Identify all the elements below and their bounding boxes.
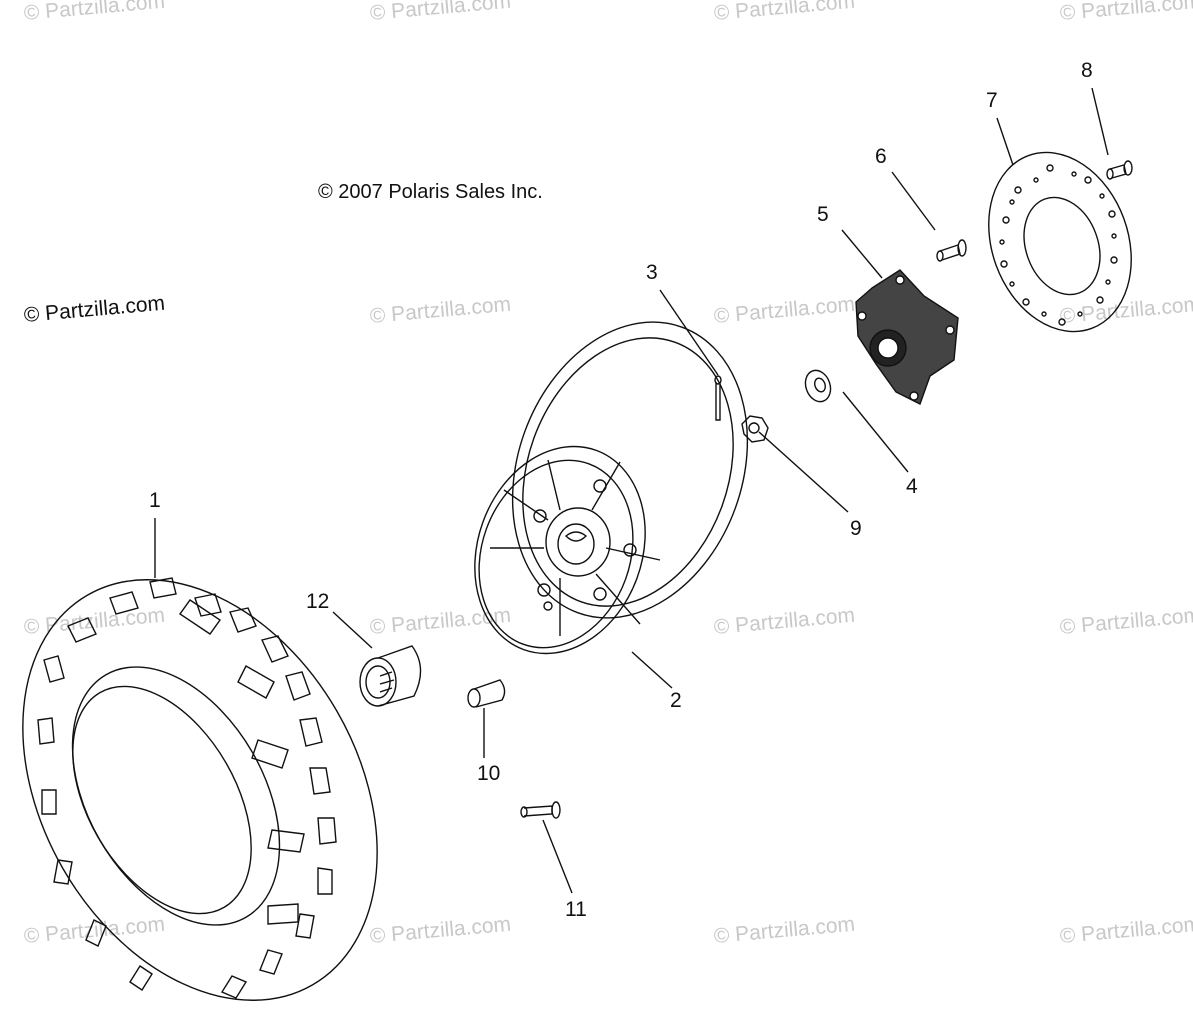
copyright-notice: © 2007 Polaris Sales Inc. bbox=[318, 181, 543, 203]
wheel-rim bbox=[474, 321, 749, 655]
callout-12: 12 bbox=[306, 590, 330, 613]
callout-7: 7 bbox=[986, 89, 998, 112]
hub-bolt bbox=[936, 239, 967, 262]
callout-8: 8 bbox=[1081, 59, 1093, 82]
leader-lines bbox=[154, 87, 1109, 894]
callout-11: 11 bbox=[565, 898, 587, 921]
callout-6: 6 bbox=[875, 145, 887, 168]
wheel-stud bbox=[520, 801, 561, 819]
callout-3: 3 bbox=[646, 261, 658, 284]
callout-9: 9 bbox=[850, 517, 862, 540]
tire bbox=[22, 577, 378, 1001]
disc-bolt bbox=[1106, 160, 1133, 180]
callout-4: 4 bbox=[906, 475, 918, 498]
castle-nut bbox=[741, 415, 769, 443]
callout-1: 1 bbox=[149, 489, 161, 512]
callout-10: 10 bbox=[477, 762, 501, 785]
callout-2: 2 bbox=[670, 689, 682, 712]
cotter-pin bbox=[714, 375, 722, 421]
washer bbox=[804, 369, 832, 403]
brake-disc bbox=[988, 151, 1132, 333]
callout-5: 5 bbox=[817, 203, 829, 226]
hub-cap bbox=[359, 645, 422, 707]
hub bbox=[855, 269, 959, 405]
lug-nut bbox=[467, 679, 506, 708]
